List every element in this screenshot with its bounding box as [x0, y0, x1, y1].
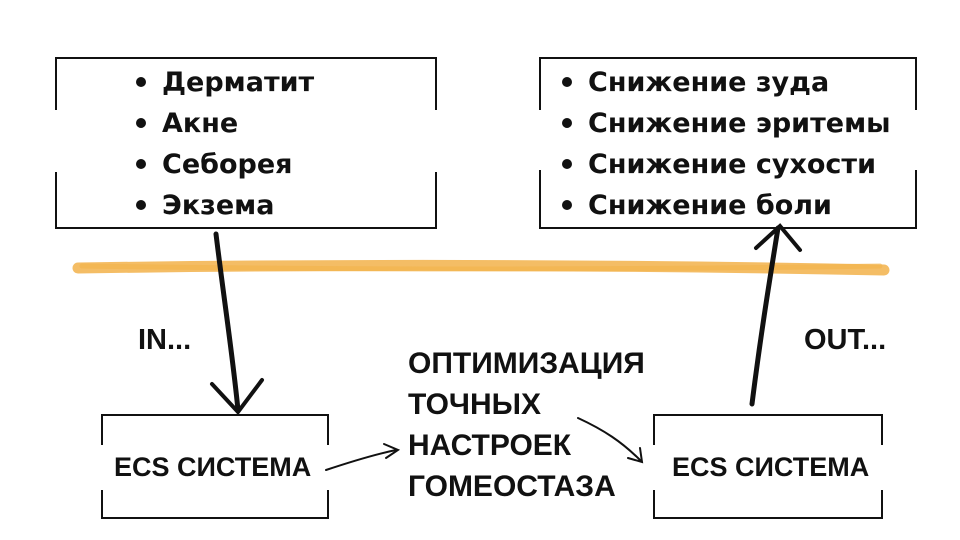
ecs-left-box-frame [101, 414, 329, 519]
center-text-line: ОПТИМИЗАЦИЯ [408, 347, 645, 380]
center-text: ОПТИМИЗАЦИЯ ТОЧНЫХ НАСТРОЕК ГОМЕОСТАЗА [408, 343, 645, 507]
list-item: Снижение зуда [562, 62, 891, 103]
center-text-line: ГОМЕОСТАЗА [408, 470, 616, 503]
results-list: Снижение зуда Снижение эритемы Снижение … [562, 62, 891, 226]
bullet-icon [136, 199, 146, 210]
list-item: Акне [136, 103, 314, 144]
bullet-icon [562, 158, 572, 169]
list-item: Снижение эритемы [562, 103, 891, 144]
list-item: Снижение сухости [562, 144, 891, 185]
center-text-line: ТОЧНЫХ [408, 388, 542, 421]
conditions-box: Дерматит Акне Себорея Экзема [136, 62, 314, 226]
results-box-frame [539, 57, 917, 229]
list-item: Дерматит [136, 62, 314, 103]
bullet-icon [136, 117, 146, 128]
bullet-icon [562, 117, 572, 128]
bullet-icon [136, 158, 146, 169]
list-item: Себорея [136, 144, 314, 185]
results-box: Снижение зуда Снижение эритемы Снижение … [562, 62, 891, 226]
center-text-line: НАСТРОЕК [408, 429, 572, 462]
list-item: Снижение боли [562, 185, 891, 226]
bullet-icon [562, 199, 572, 210]
in-label: IN... [138, 324, 192, 356]
bullet-icon [562, 76, 572, 87]
ecs-left-label: ECS СИСТЕМА [114, 452, 312, 482]
out-label: OUT... [804, 324, 887, 356]
conditions-list: Дерматит Акне Себорея Экзема [136, 62, 314, 226]
arrow-right-icon [325, 443, 401, 471]
list-item: Экзема [136, 185, 314, 226]
divider-line [72, 259, 890, 276]
ecs-right-box-frame [653, 414, 883, 519]
bullet-icon [136, 76, 146, 87]
arrow-down-icon [210, 231, 264, 416]
conditions-box-frame [55, 57, 437, 229]
arrow-right-icon [577, 417, 644, 464]
arrow-up-icon [749, 223, 802, 407]
ecs-right-label: ECS СИСТЕМА [672, 452, 870, 482]
